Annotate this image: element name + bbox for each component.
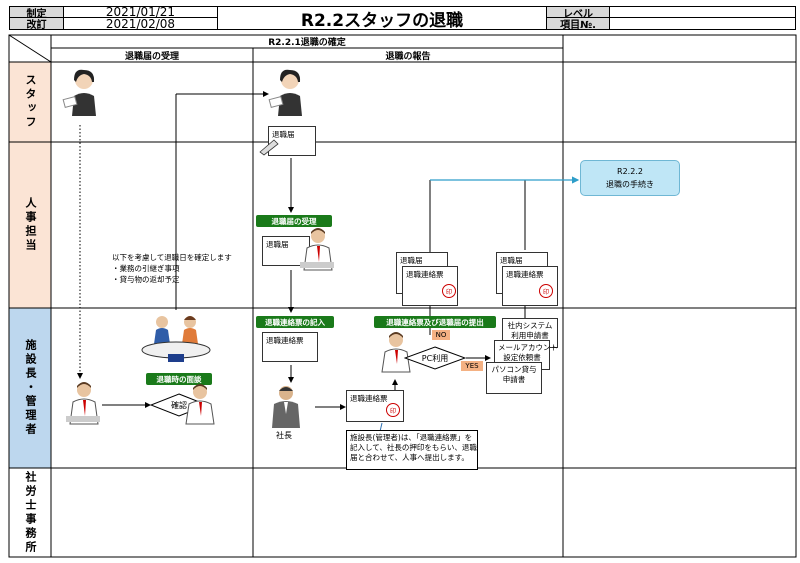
submit-label: 退職連絡票及び退職届の提出 xyxy=(374,316,496,328)
pc-doc-line2: 申請書 xyxy=(502,375,526,384)
interview-label: 退職時の面談 xyxy=(146,373,212,385)
consider-note-line3: ・貸与物の返却予定 xyxy=(112,275,180,284)
pc-loan-form-doc: パソコン貸与 申請書 xyxy=(486,362,542,394)
consider-note-line1: 以下を考慮して退職日を確定します xyxy=(112,253,232,262)
column-header-receipt: 退職届の受理 xyxy=(124,51,179,62)
stack1-seal: 印 xyxy=(442,284,456,298)
bottom-note-line1: 施設長(管理者)は、「退職連絡票」を xyxy=(350,433,473,442)
lane-bg-staff xyxy=(9,62,51,142)
pc-use-diamond xyxy=(404,346,466,370)
hr-retirement-notice-doc: 退職届 xyxy=(262,236,310,266)
lane-bg-manager xyxy=(9,308,51,468)
writing-hand-icon xyxy=(259,139,279,156)
pc-use-label: PC利用 xyxy=(421,353,449,363)
staff-woman-icon xyxy=(62,69,96,116)
mail-doc-line1: メールアカウント xyxy=(498,343,558,352)
lane-bg-hr xyxy=(9,142,51,308)
mail-doc-line2: 設定依頼書 xyxy=(503,353,541,362)
yes-badge: YES xyxy=(461,361,483,371)
pc-doc-line1: パソコン貸与 xyxy=(491,365,537,374)
item-no-value xyxy=(609,17,796,30)
lane-label-hr: 人事担当 xyxy=(24,197,37,253)
retirement-notice-doc: 退職届 xyxy=(268,126,316,156)
no-badge: NO xyxy=(432,330,450,340)
stack2-seal: 印 xyxy=(539,284,553,298)
bottom-note-line2: 記入して、社長の押印をもらい、退職 xyxy=(350,443,477,452)
interview-meeting-icon xyxy=(141,316,211,362)
lane-label-staff: スタッフ xyxy=(24,74,37,130)
link-box-retirement-procedures[interactable]: R2.2.2 退職の手続き xyxy=(580,160,680,196)
lane-label-manager: 施設長・管理者 xyxy=(24,339,37,437)
sys-doc-line1: 社内システム xyxy=(507,321,553,330)
column-header-report: 退職の報告 xyxy=(385,51,431,62)
retirement-form-doc: 退職連絡票 xyxy=(262,332,318,362)
lane-label-social-insurance-office: 社労士事務所 xyxy=(24,470,37,555)
link-box-line1: R2.2.2 xyxy=(617,167,643,176)
manager-man-icon-2 xyxy=(185,384,215,425)
president-icon xyxy=(272,386,300,428)
bottom-note: 施設長(管理者)は、「退職連絡票」を 記入して、社長の押印をもらい、退職 届と合… xyxy=(346,430,478,470)
bottom-note-line3: 届と合わせて、人事へ提出します。 xyxy=(350,453,469,462)
president-label: 社長 xyxy=(276,431,292,440)
staff-woman-icon-2 xyxy=(268,69,302,116)
form2-seal: 印 xyxy=(386,403,400,417)
submit-man-icon xyxy=(381,332,411,373)
link-box-line2: 退職の手続き xyxy=(606,180,654,189)
confirm-label: 確認 xyxy=(171,400,187,410)
fill-form-label: 退職連絡票の記入 xyxy=(256,316,334,328)
manager-man-icon xyxy=(66,382,100,425)
column-group-header: R2.2.1退職の確定 xyxy=(268,38,346,48)
hr-man-icon xyxy=(300,228,334,271)
hr-receipt-label: 退職届の受理 xyxy=(256,215,332,227)
sys-doc-line2: 利用申請書 xyxy=(511,331,549,340)
consider-note-line2: ・業務の引継ぎ事項 xyxy=(112,264,180,273)
item-no-label: 項目№. xyxy=(546,17,610,31)
